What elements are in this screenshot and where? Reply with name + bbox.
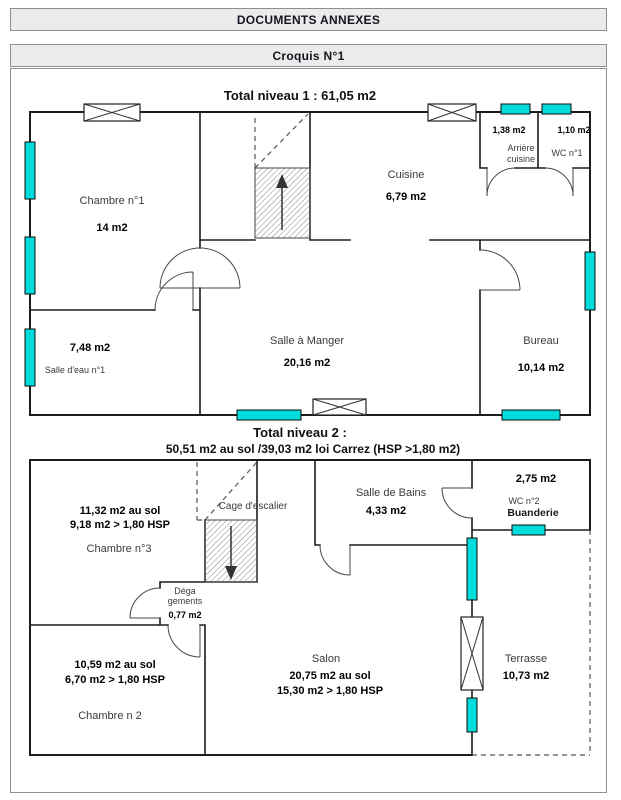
level2-title-line1: Total niveau 2 : xyxy=(253,425,347,440)
crossed-window xyxy=(460,616,484,691)
door-wc1 xyxy=(544,167,574,197)
room-area-wc2: 2,75 m2 xyxy=(516,473,556,485)
window xyxy=(501,409,561,421)
room-area-salle-eau1: 7,48 m2 xyxy=(70,342,110,354)
room-area-salle-a-manger: 20,16 m2 xyxy=(284,357,330,369)
room-name-salon: Salon xyxy=(312,653,340,665)
window xyxy=(466,537,478,601)
room-area-hsp-chambre3: 9,18 m2 > 1,80 HSP xyxy=(70,519,170,531)
level2-plan: Total niveau 2 : 50,51 m2 au sol /39,03 … xyxy=(29,425,591,756)
room-area-wc1: 1,10 m2 xyxy=(557,125,590,135)
room-area-degagements: 0,77 m2 xyxy=(168,610,201,620)
door-salle-de-bains xyxy=(319,544,351,576)
terrasse-dashed-boundary xyxy=(472,530,591,756)
croquis-title: Croquis N°1 xyxy=(272,48,345,63)
document-header-bar: DOCUMENTS ANNEXES xyxy=(10,8,607,31)
window xyxy=(24,236,36,295)
room-area-hsp-chambre2: 6,70 m2 > 1,80 HSP xyxy=(65,674,165,686)
room-name-salle-de-bains: Salle de Bains xyxy=(356,487,427,499)
room-name-cuisine: Cuisine xyxy=(388,169,425,181)
level2-stair-void-dashed-line xyxy=(196,461,258,521)
room-name-salle-a-manger: Salle à Manger xyxy=(270,335,344,347)
level1-outer-walls xyxy=(29,111,591,416)
door-buanderie xyxy=(441,487,473,519)
room-name-chambre2: Chambre n 2 xyxy=(78,710,142,722)
room-area-sol-salon: 20,75 m2 au sol xyxy=(289,670,370,682)
room-name-wc1: WC n°1 xyxy=(551,148,582,158)
window xyxy=(236,409,302,421)
door-salle-eau1 xyxy=(154,271,194,311)
croquis-header-bar: Croquis N°1 xyxy=(10,44,607,67)
level1-plan: Total niveau 1 : 61,05 m2 xyxy=(24,88,596,421)
document-title: DOCUMENTS ANNEXES xyxy=(236,12,381,27)
crossed-window xyxy=(427,103,477,122)
crossed-window xyxy=(312,398,367,416)
crossed-window xyxy=(83,103,141,122)
room-name-terrasse: Terrasse xyxy=(505,653,547,665)
level1-stair-void-dashed-line xyxy=(254,113,309,169)
room-area-salle-de-bains: 4,33 m2 xyxy=(366,505,406,517)
room-area-sol-chambre3: 11,32 m2 au sol xyxy=(80,505,161,517)
stairs-up-arrowhead-icon xyxy=(276,174,288,188)
room-area-sol-chambre2: 10,59 m2 au sol xyxy=(74,659,155,671)
floor-plan-frame xyxy=(10,68,607,793)
window xyxy=(24,141,36,200)
stairs-down-arrowhead-icon xyxy=(225,566,237,580)
room-name-chambre1: Chambre n°1 xyxy=(80,195,145,207)
door-chambre3 xyxy=(129,587,161,619)
room-name-arriere-cuisine-line2: cuisine xyxy=(507,154,535,164)
door-chambre1-left-swing xyxy=(159,247,201,289)
window xyxy=(24,328,36,387)
window xyxy=(541,103,572,115)
room-name-arriere-cuisine-line1: Arrière xyxy=(507,143,534,153)
door-chambre2 xyxy=(167,624,201,658)
door-chambre1-right-swing xyxy=(199,247,241,289)
room-name-salle-eau1: Salle d'eau n°1 xyxy=(45,365,105,375)
room-area-hsp-salon: 15,30 m2 > 1,80 HSP xyxy=(277,685,383,697)
level1-title: Total niveau 1 : 61,05 m2 xyxy=(224,88,376,103)
room-name-cage-escalier: Cage d'escalier xyxy=(219,501,288,512)
room-name-chambre3: Chambre n°3 xyxy=(87,543,152,555)
room-area-bureau: 10,14 m2 xyxy=(518,362,564,374)
room-area-cuisine: 6,79 m2 xyxy=(386,191,426,203)
door-arriere-cuisine xyxy=(486,167,516,197)
window xyxy=(511,524,546,536)
room-area-terrasse: 10,73 m2 xyxy=(503,670,549,682)
room-name-degagements-line1: Déga xyxy=(174,586,196,596)
room-name-bureau: Bureau xyxy=(523,335,558,347)
door-bureau xyxy=(479,249,521,291)
window xyxy=(466,697,478,733)
room-name-wc2: WC n°2 xyxy=(508,496,539,506)
room-name-degagements-line2: gements xyxy=(168,596,203,606)
window xyxy=(500,103,531,115)
level2-title-line2: 50,51 m2 au sol /39,03 m2 loi Carrez (HS… xyxy=(166,442,460,456)
level2-outer-walls xyxy=(29,459,591,756)
room-name-buanderie: Buanderie xyxy=(507,507,559,519)
window xyxy=(584,251,596,311)
room-area-chambre1: 14 m2 xyxy=(96,222,127,234)
room-area-arriere-cuisine: 1,38 m2 xyxy=(492,125,525,135)
